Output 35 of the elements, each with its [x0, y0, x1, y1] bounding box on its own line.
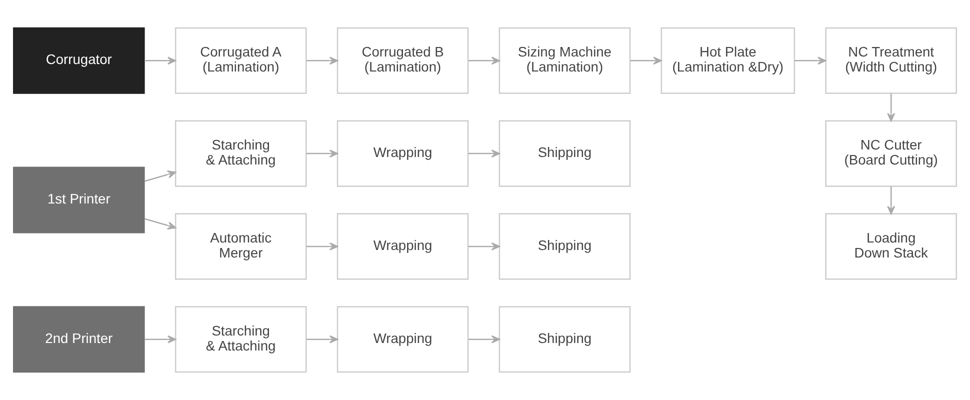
arrow	[468, 56, 500, 65]
arrow	[144, 218, 176, 230]
node-box: Loading Down Stack	[825, 213, 957, 280]
node-box: Starching & Attaching	[174, 306, 307, 373]
arrow	[794, 56, 826, 65]
node-box: Corrugator	[13, 27, 145, 94]
node-box: NC Treatment (Width Cutting)	[825, 27, 957, 94]
arrow	[468, 242, 500, 250]
arrow	[144, 335, 176, 344]
arrow	[630, 56, 662, 65]
arrow	[306, 56, 338, 65]
node-box: Shipping	[498, 213, 631, 280]
arrow	[887, 186, 896, 214]
node-box: Wrapping	[336, 306, 469, 373]
arrow	[144, 56, 176, 65]
node-box: Starching & Attaching	[174, 120, 307, 187]
arrow	[468, 335, 500, 344]
node-box: Shipping	[498, 306, 631, 373]
node-box: NC Cutter (Board Cutting)	[825, 120, 957, 187]
arrow	[144, 170, 176, 182]
node-box: Hot Plate (Lamination &Dry)	[660, 27, 796, 94]
arrow	[306, 242, 338, 250]
arrow	[468, 150, 500, 158]
node-box: Wrapping	[336, 213, 469, 280]
node-box: Shipping	[498, 120, 631, 187]
node-box: 1st Printer	[13, 166, 145, 234]
node-box: 2nd Printer	[13, 306, 145, 373]
node-box: Automatic Merger	[174, 213, 307, 280]
node-box: Wrapping	[336, 120, 469, 187]
node-box: Corrugated A (Lamination)	[174, 27, 307, 94]
arrow	[306, 335, 338, 344]
arrow	[887, 94, 896, 122]
node-box: Sizing Machine (Lamination)	[498, 27, 631, 94]
arrow	[306, 150, 338, 158]
node-box: Corrugated B (Lamination)	[336, 27, 469, 94]
